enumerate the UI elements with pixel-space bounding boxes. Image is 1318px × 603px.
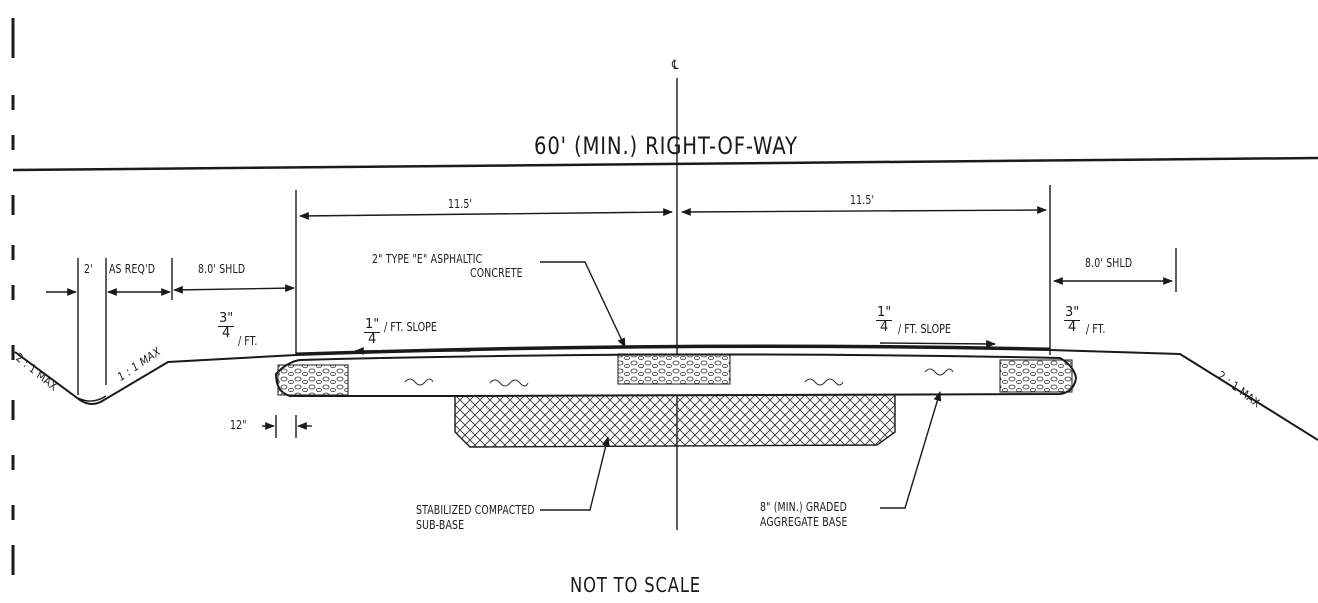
right-shoulder-dimension <box>1053 248 1177 292</box>
subbase-callout-line1: STABILIZED COMPACTED <box>416 503 535 517</box>
ditch-bottom-dimension: 2' <box>84 262 93 276</box>
asphalt-surface <box>295 344 1051 356</box>
lane-dimension-lines <box>295 185 1051 355</box>
right-shoulder-dimension-label: 8.0' SHLD <box>1085 256 1133 270</box>
edge-offset-label: 12" <box>230 418 247 432</box>
not-to-scale-note: NOT TO SCALE <box>570 573 701 597</box>
right-lane-slope: 1" 4 <box>876 305 893 335</box>
subbase-callout-line2: SUB-BASE <box>416 518 465 532</box>
asphalt-callout-line2: CONCRETE <box>470 266 523 280</box>
right-shoulder-slope-unit: / FT. <box>1086 322 1106 336</box>
left-shoulder-dimension: 8.0' SHLD <box>198 262 246 276</box>
stabilized-subbase-hatch <box>454 391 896 448</box>
left-shoulder-stone <box>277 364 349 396</box>
aggregate-callout-line1: 8" (MIN.) GRADED <box>760 500 847 514</box>
right-of-way-title: 60' (MIN.) RIGHT-OF-WAY <box>534 132 798 160</box>
left-lane-dimension: 11.5' <box>448 197 473 211</box>
edge-offset-dimension <box>262 415 312 438</box>
left-lane-slope: 1" 4 <box>364 317 381 347</box>
aggregate-callout-line2: AGGREGATE BASE <box>760 515 848 529</box>
ditch-width-dimension: AS REQ'D <box>109 262 156 276</box>
right-slope-arrow <box>879 340 996 348</box>
left-shoulder-slope: 3" 4 <box>218 311 235 341</box>
left-ditch-dimensions <box>46 258 295 395</box>
asphalt-callout-line1: 2" TYPE "E" ASPHALTIC <box>372 252 483 266</box>
aggregate-texture <box>404 368 954 387</box>
left-lane-slope-unit: / FT. SLOPE <box>384 320 437 334</box>
callout-leaders <box>540 261 942 511</box>
right-lane-dimension: 11.5' <box>850 193 875 207</box>
right-of-way-line <box>12 156 1318 172</box>
left-shoulder-slope-unit: / FT. <box>238 334 258 348</box>
right-shoulder-stone <box>999 359 1073 393</box>
right-lane-slope-unit: / FT. SLOPE <box>898 322 951 336</box>
centerline-symbol: ℄ <box>672 58 679 73</box>
center-stone <box>617 353 731 385</box>
right-shoulder-slope: 3" 4 <box>1064 305 1081 335</box>
